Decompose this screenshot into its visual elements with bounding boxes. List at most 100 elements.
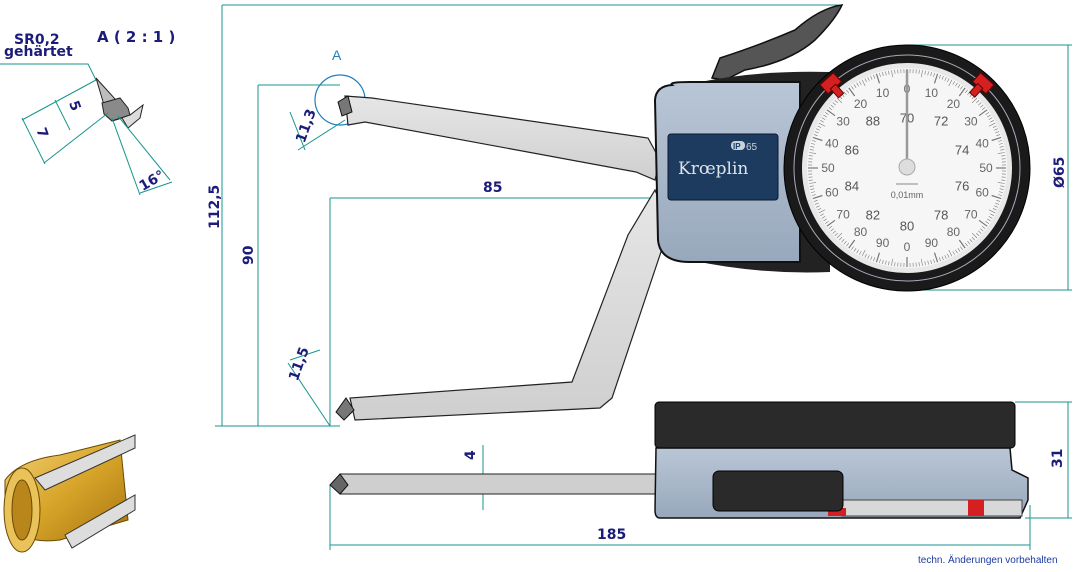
dial-tick: [998, 191, 1003, 193]
dial-tick: [812, 194, 823, 200]
dial-outer-number: 50: [979, 161, 993, 175]
application-illustration: [3, 434, 136, 553]
leader-line: [0, 63, 97, 81]
dial-tick: [960, 246, 963, 251]
dial-gauge: 0102030405060708090102030405060708090070…: [783, 44, 1031, 292]
dial-tick: [859, 251, 862, 255]
dial-tick: [981, 225, 986, 229]
dial-tick: [947, 78, 950, 83]
dial-tick: [873, 257, 876, 262]
dial-tick: [998, 140, 1003, 142]
illustration-arm-upper: [34, 434, 136, 491]
dial-tick: [811, 140, 816, 142]
dial-outer-number: 0: [904, 240, 911, 254]
dial-tick: [861, 249, 866, 257]
dial-tick: [820, 213, 824, 216]
dial-tick: [891, 70, 893, 78]
dial-tick: [823, 218, 827, 222]
caliper-side-view: [329, 401, 1029, 519]
dial-inner-number: 80: [900, 219, 914, 234]
dial-tick: [997, 182, 1005, 184]
dial-tick: [826, 219, 836, 227]
dial-tick: [927, 71, 929, 76]
illustration-arm-lower: [64, 494, 136, 549]
dial-outer-number: 90: [925, 236, 939, 250]
dial-tick: [978, 102, 982, 106]
dial-tick: [832, 230, 836, 234]
dial-tick: [856, 82, 859, 87]
dial-tick: [809, 149, 814, 151]
dial-tick: [846, 89, 850, 94]
dial-tick: [888, 261, 890, 266]
dial-tick: [933, 252, 939, 263]
dial-tick: [879, 259, 881, 264]
dial-tick: [918, 262, 920, 267]
limit-marker-right[interactable]: [966, 72, 995, 101]
dial-outer-number: 60: [975, 185, 989, 199]
dial-tick: [998, 143, 1003, 145]
ip-number: 65: [746, 142, 758, 153]
dial-tick: [1001, 155, 1006, 157]
dial-tick: [843, 241, 847, 245]
caliper-front-view: Krœplin IP 65 01020304050607080901020304…: [335, 4, 1031, 421]
dial-tick: [861, 79, 866, 87]
dial-tick: [924, 70, 926, 75]
dial-tick: [952, 251, 955, 255]
dial-tick: [894, 69, 896, 74]
dim-5: 5: [65, 99, 83, 114]
dial-tick: [933, 259, 935, 264]
dial-inner-number: 82: [866, 207, 880, 222]
dial-tick: [848, 239, 856, 249]
dial-tick: [810, 146, 815, 148]
dial-tick: [823, 114, 827, 118]
limit-marker-left[interactable]: [819, 72, 848, 101]
side-tip: [329, 473, 349, 495]
dial-tick: [964, 242, 968, 247]
lever-handle: [710, 4, 844, 81]
side-bezel: [654, 401, 1016, 449]
dial-tick: [811, 194, 816, 196]
dim-measuring-depth: 90: [241, 245, 257, 265]
dial-tick: [828, 225, 833, 229]
dial-outer-number: 20: [947, 97, 961, 111]
dial-tick: [834, 232, 838, 236]
dial-tick: [820, 120, 824, 123]
bezel-ring: [793, 54, 1021, 282]
dial-tick: [867, 255, 870, 259]
dial-tick: [941, 256, 944, 261]
dial-tick: [994, 128, 998, 131]
dial-tick: [824, 221, 829, 224]
dial-tick: [853, 84, 857, 88]
dial-tick: [927, 260, 929, 265]
dial-tick: [944, 255, 947, 259]
dial-tick: [967, 241, 971, 245]
dimension-lines: 112,5 90 85 11,3 11,5 Ø65 31 4 185: [207, 4, 1072, 550]
dial-tick: [830, 228, 834, 232]
dial-tick: [948, 79, 953, 87]
dial-tick: [995, 131, 1000, 134]
dial-tick: [930, 72, 932, 77]
dial-tick: [996, 199, 1001, 202]
dim-overall-length: 185: [597, 527, 626, 543]
dial-tick: [978, 230, 982, 234]
dial-tick: [812, 136, 823, 142]
upper-arm: [344, 95, 661, 181]
dial-tick: [955, 82, 958, 87]
dial-tick: [817, 125, 822, 128]
dial-tick: [821, 216, 826, 219]
dial-tick: [976, 232, 980, 236]
dial-tick: [955, 249, 958, 254]
side-knob[interactable]: [712, 470, 844, 512]
side-rod: [339, 473, 686, 495]
dial-tick: [832, 102, 836, 106]
dial-tick: [971, 97, 978, 104]
dial-tick: [971, 232, 978, 239]
dial-tick: [958, 239, 966, 249]
dial-resolution: 0,01mm: [891, 190, 924, 200]
dial-tick: [938, 74, 941, 79]
dim-lower-tip: 11,5: [286, 345, 313, 383]
dial-outer-number: 80: [947, 225, 961, 239]
dial-ticks: [808, 69, 1006, 267]
